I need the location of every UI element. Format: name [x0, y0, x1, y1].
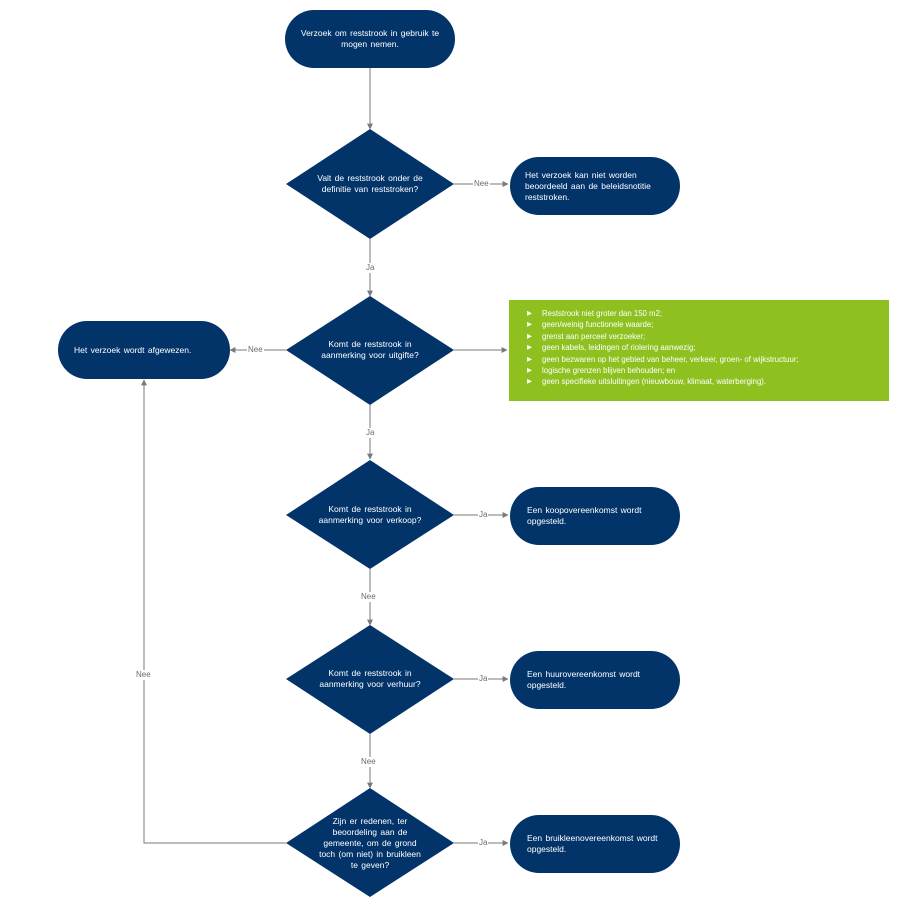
decision-loan-text: Zijn er redenen, ter beoordeling aan de … [319, 815, 421, 870]
result-loan-node [510, 815, 680, 873]
criteria-item: geen specifieke uitsluitingen (nieuwbouw… [527, 376, 889, 388]
result-purchase-text: Een koopovereenkomst wordt opgesteld. [527, 505, 642, 526]
criteria-item: logische grenzen blijven behouden; en [527, 365, 889, 377]
edge-label-q2-ja: Ja [365, 428, 376, 438]
result-rent-text: Een huurovereenkomst wordt opgesteld. [527, 669, 641, 690]
decision-loan-diamond [286, 788, 454, 897]
edge-label-q3-ja: Ja [478, 510, 489, 520]
decision-rent-text: Komt de reststrook in aanmerking voor ve… [319, 668, 421, 689]
result-not-assessable-node [510, 157, 680, 215]
result-not-assessable-text: Het verzoek kan niet worden beoordeeld a… [525, 169, 651, 202]
decision-rent-diamond [286, 625, 454, 734]
criteria-list: Reststrook niet groter dan 150 m2; geen/… [527, 308, 889, 388]
edge-label-q4-nee: Nee [360, 757, 377, 767]
start-node-text: Verzoek om reststrook in gebruik te moge… [300, 28, 440, 49]
start-node [285, 10, 455, 68]
edge-label-q5-ja: Ja [478, 838, 489, 848]
decision-sale-text: Komt de reststrook in aanmerking voor ve… [318, 504, 422, 525]
result-purchase-node [510, 487, 680, 545]
result-loan-text: Een bruikleenovereenkomst wordt opgestel… [527, 833, 658, 854]
criteria-box: Reststrook niet groter dan 150 m2; geen/… [509, 300, 889, 401]
edge-label-q3-nee: Nee [360, 592, 377, 602]
criteria-item: geen bezwaren op het gebied van beheer, … [527, 354, 889, 366]
edge-label-q2-nee: Nee [247, 345, 264, 355]
result-rejected-node [58, 321, 230, 379]
result-rent-node [510, 651, 680, 709]
decision-issuance-text: Komt de reststrook in aanmerking voor ui… [321, 339, 419, 360]
edge-label-q4-ja: Ja [478, 674, 489, 684]
decision-definition-diamond [286, 129, 454, 239]
decision-issuance-diamond [286, 296, 454, 405]
edge-label-q1-ja: Ja [365, 263, 376, 273]
criteria-item: geen kabels, leidingen of riolering aanw… [527, 342, 889, 354]
criteria-item: grenst aan perceel verzoeker; [527, 331, 889, 343]
edge-label-q1-nee: Nee [473, 179, 490, 189]
decision-sale-diamond [286, 460, 454, 569]
edge-q5-nee [141, 379, 286, 844]
result-rejected-text: Het verzoek wordt afgewezen. [74, 344, 192, 355]
criteria-item: geen/weinig functionele waarde; [527, 319, 889, 331]
criteria-item: Reststrook niet groter dan 150 m2; [527, 308, 889, 320]
edge-label-q5-nee: Nee [135, 670, 152, 680]
decision-definition-text: Valt de reststrook onder de definitie va… [317, 173, 423, 194]
